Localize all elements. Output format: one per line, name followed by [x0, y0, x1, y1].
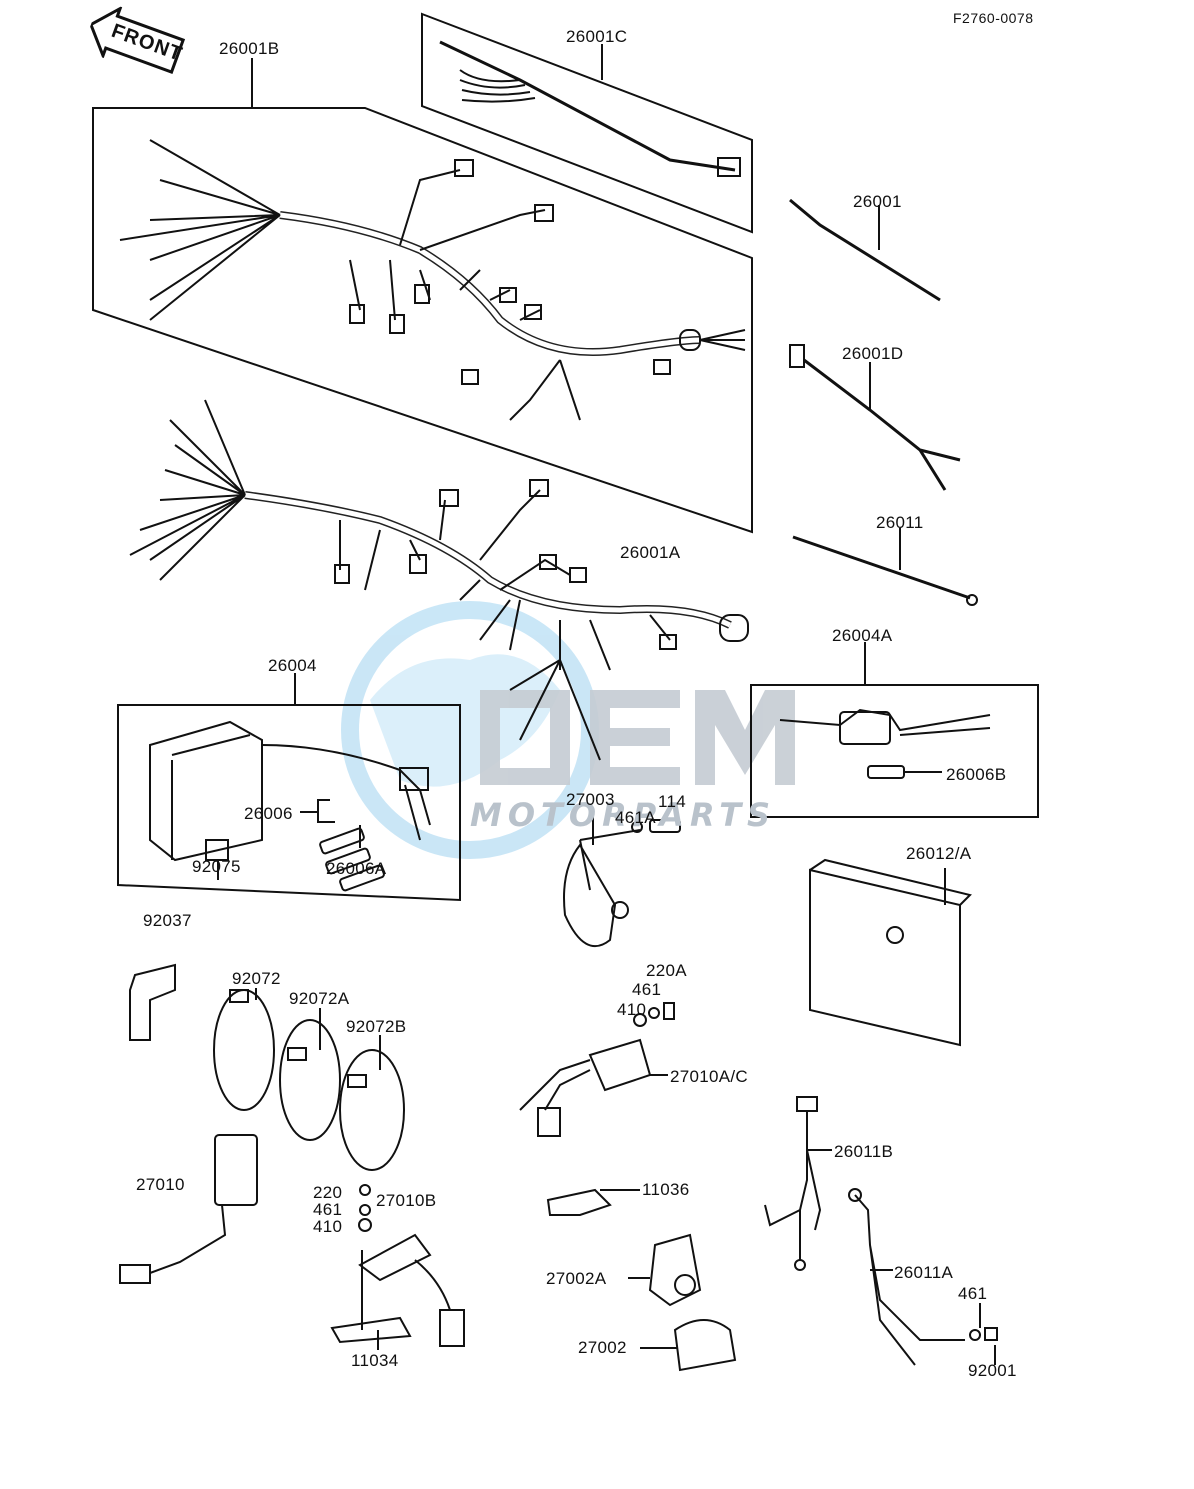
label-26001c: 26001C [566, 27, 628, 46]
label-26001: 26001 [853, 192, 902, 211]
label-92037: 92037 [143, 911, 192, 930]
box-26001b [92, 107, 753, 534]
label-11034: 11034 [351, 1351, 399, 1370]
label-92001: 92001 [968, 1361, 1017, 1380]
battery [809, 858, 972, 1047]
label-26006: 26006 [244, 804, 293, 823]
label-92075: 92075 [192, 857, 241, 876]
box-26004 [117, 704, 461, 902]
box-26004a [750, 684, 1039, 818]
label-410-2: 410 [313, 1217, 343, 1236]
label-92072b: 92072B [346, 1017, 407, 1036]
label-461-1: 461 [632, 980, 662, 999]
label-26004a: 26004A [832, 626, 893, 645]
label-26004: 26004 [268, 656, 317, 675]
label-27010b: 27010B [376, 1191, 437, 1210]
label-26012a: 26012/A [906, 844, 972, 863]
label-26001d: 26001D [842, 344, 904, 363]
diagram-code: F2760-0078 [953, 10, 1034, 26]
label-92072: 92072 [232, 969, 281, 988]
watermark-oem-letters [480, 690, 795, 785]
label-26011: 26011 [876, 513, 924, 532]
label-461-3: 461 [958, 1284, 988, 1303]
label-27002: 27002 [578, 1338, 627, 1357]
label-92072a: 92072A [289, 989, 350, 1008]
label-26006a: 26006A [326, 859, 387, 878]
label-220: 220 [313, 1183, 343, 1202]
box-26001c [421, 12, 753, 234]
label-410-1: 410 [617, 1000, 647, 1019]
label-461-2: 461 [313, 1200, 343, 1219]
label-27010: 27010 [136, 1175, 185, 1194]
label-461a: 461A [615, 808, 656, 827]
label-26006b: 26006B [946, 765, 1007, 784]
label-220a: 220A [646, 961, 687, 980]
watermark-sub: MOTORPARTS [470, 796, 777, 834]
label-27003: 27003 [566, 790, 615, 809]
label-26011a: 26011A [894, 1263, 954, 1282]
label-27002a: 27002A [546, 1269, 607, 1288]
front-arrow: FRONT [82, 0, 191, 83]
label-26001b: 26001B [219, 39, 280, 58]
label-27010ac: 27010A/C [670, 1067, 749, 1086]
front-arrow-icon [89, 5, 186, 74]
label-11036: 11036 [642, 1180, 690, 1199]
label-114: 114 [658, 792, 687, 811]
label-26001a: 26001A [620, 543, 681, 562]
label-26011b: 26011B [834, 1142, 894, 1161]
